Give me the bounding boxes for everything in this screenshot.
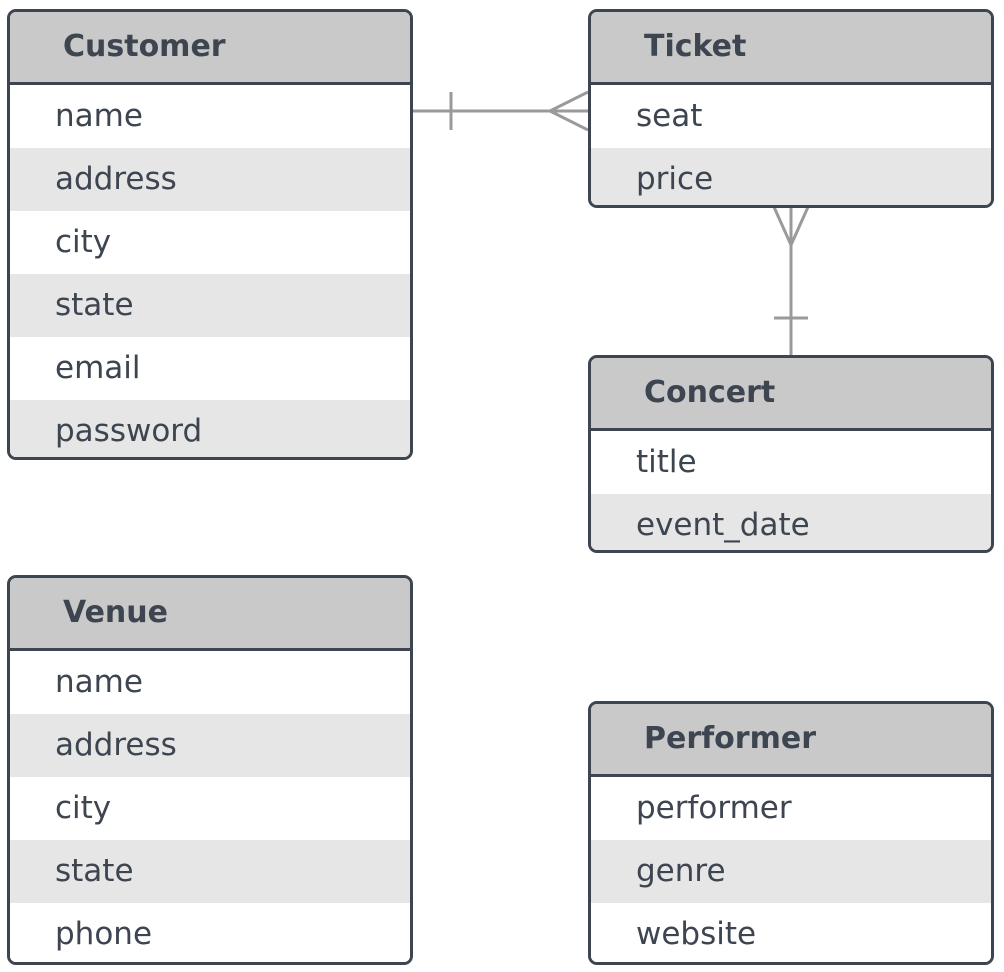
attribute-row: phone bbox=[10, 903, 410, 962]
entity-performer[interactable]: Performer performer genre website bbox=[588, 701, 994, 965]
attribute-row: price bbox=[591, 148, 991, 205]
customer-ticket-connector bbox=[413, 90, 589, 132]
attribute-row: title bbox=[591, 431, 991, 494]
entity-title: Ticket bbox=[591, 12, 991, 85]
entity-title: Customer bbox=[10, 12, 410, 85]
attribute-row: website bbox=[591, 903, 991, 962]
concert-ticket-connector bbox=[772, 206, 810, 356]
attribute-row: city bbox=[10, 211, 410, 274]
attribute-row: email bbox=[10, 337, 410, 400]
attribute-row: address bbox=[10, 148, 410, 211]
attribute-row: performer bbox=[591, 777, 991, 840]
attribute-row: password bbox=[10, 400, 410, 457]
attribute-row: event_date bbox=[591, 494, 991, 550]
entity-title: Performer bbox=[591, 704, 991, 777]
crowfoot-lower bbox=[549, 109, 589, 132]
attribute-row: name bbox=[10, 85, 410, 148]
attribute-row: city bbox=[10, 777, 410, 840]
attribute-row: address bbox=[10, 714, 410, 777]
entity-ticket[interactable]: Ticket seat price bbox=[588, 9, 994, 208]
entity-customer[interactable]: Customer name address city state email p… bbox=[7, 9, 413, 460]
attribute-row: name bbox=[10, 651, 410, 714]
entity-title: Venue bbox=[10, 578, 410, 651]
attribute-row: genre bbox=[591, 840, 991, 903]
crowfoot-upper bbox=[549, 90, 589, 113]
crowfoot-left bbox=[772, 206, 793, 246]
entity-concert[interactable]: Concert title event_date bbox=[588, 355, 994, 553]
crowfoot-right bbox=[789, 206, 810, 246]
attribute-row: seat bbox=[591, 85, 991, 148]
entity-venue[interactable]: Venue name address city state phone bbox=[7, 575, 413, 965]
entity-title: Concert bbox=[591, 358, 991, 431]
attribute-row: state bbox=[10, 840, 410, 903]
attribute-row: state bbox=[10, 274, 410, 337]
